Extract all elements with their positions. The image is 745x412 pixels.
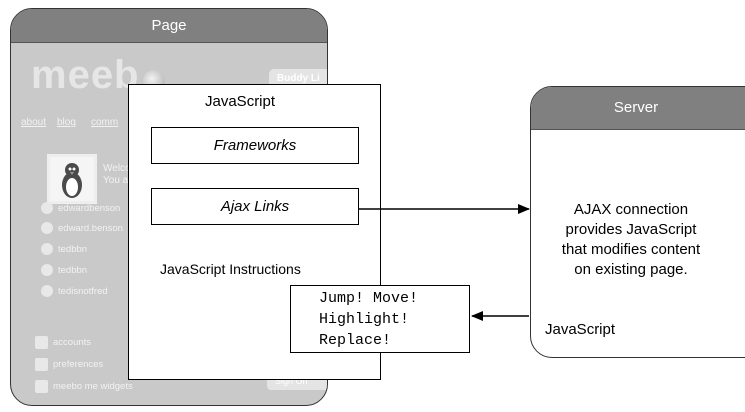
buddy-item[interactable]: edwardbenson (41, 202, 120, 214)
frameworks-box: Frameworks (151, 127, 359, 164)
buddy-name: tedbbn (58, 264, 88, 276)
nav-link-blog[interactable]: blog (57, 117, 76, 128)
accounts-icon (35, 336, 48, 349)
user-icon (41, 243, 53, 255)
server-description-line: that modifies content (561, 241, 701, 258)
server-description-line: on existing page. (574, 261, 688, 278)
server-description: AJAX connection provides JavaScript that… (531, 200, 731, 280)
buddy-item[interactable]: edward.benson (41, 222, 123, 234)
server-description-line: AJAX connection (573, 201, 689, 218)
globe-icon (41, 264, 53, 276)
meebo-logo: meeb (31, 53, 140, 97)
buddy-name: edward.benson (58, 222, 123, 234)
welcome-line-2: You a (103, 175, 129, 186)
widget-icon (35, 380, 48, 393)
user-icon (41, 285, 53, 297)
buddy-name: tedbbn (58, 243, 88, 255)
server-panel-title: Server (531, 87, 745, 130)
gear-icon (35, 358, 48, 371)
avatar (47, 154, 97, 204)
buddy-item[interactable]: tedbbn (41, 264, 87, 276)
nav-link-about[interactable]: about (21, 117, 47, 128)
widgets-label: meebo me widgets (53, 381, 133, 392)
accounts-link[interactable]: accounts (35, 336, 91, 349)
accounts-label: accounts (53, 337, 92, 348)
buddy-item[interactable]: tedisnotfred (41, 285, 108, 297)
javascript-box-title: JavaScript (205, 93, 276, 110)
chat-icon (41, 222, 53, 234)
penguin-icon (62, 163, 82, 198)
server-panel: Server AJAX connection provides JavaScri… (530, 86, 745, 358)
user-icon (41, 202, 53, 214)
instruction-line: Replace! (319, 332, 392, 349)
server-description-line: provides JavaScript (565, 221, 697, 238)
page-panel-title: Page (11, 9, 327, 43)
welcome-line-1: Welco (103, 163, 131, 174)
buddy-name: edwardbenson (58, 202, 121, 214)
welcome-text: Welco You a (103, 163, 131, 187)
buddy-name: tedisnotfred (58, 285, 108, 297)
ajax-links-box: Ajax Links (151, 188, 359, 225)
instruction-line: Jump! Move! (319, 290, 419, 307)
preferences-label: preferences (53, 359, 104, 370)
buddy-item[interactable]: tedbbn (41, 243, 87, 255)
server-javascript-label: JavaScript (545, 321, 616, 338)
javascript-instructions-title: JavaScript Instructions (160, 261, 301, 277)
instruction-line: Highlight! (319, 311, 410, 328)
nav-link-community[interactable]: comm (91, 117, 119, 128)
widgets-link[interactable]: meebo me widgets (35, 380, 133, 393)
javascript-instructions-box: Jump! Move! Highlight! Replace! (290, 285, 470, 353)
preferences-link[interactable]: preferences (35, 358, 103, 371)
